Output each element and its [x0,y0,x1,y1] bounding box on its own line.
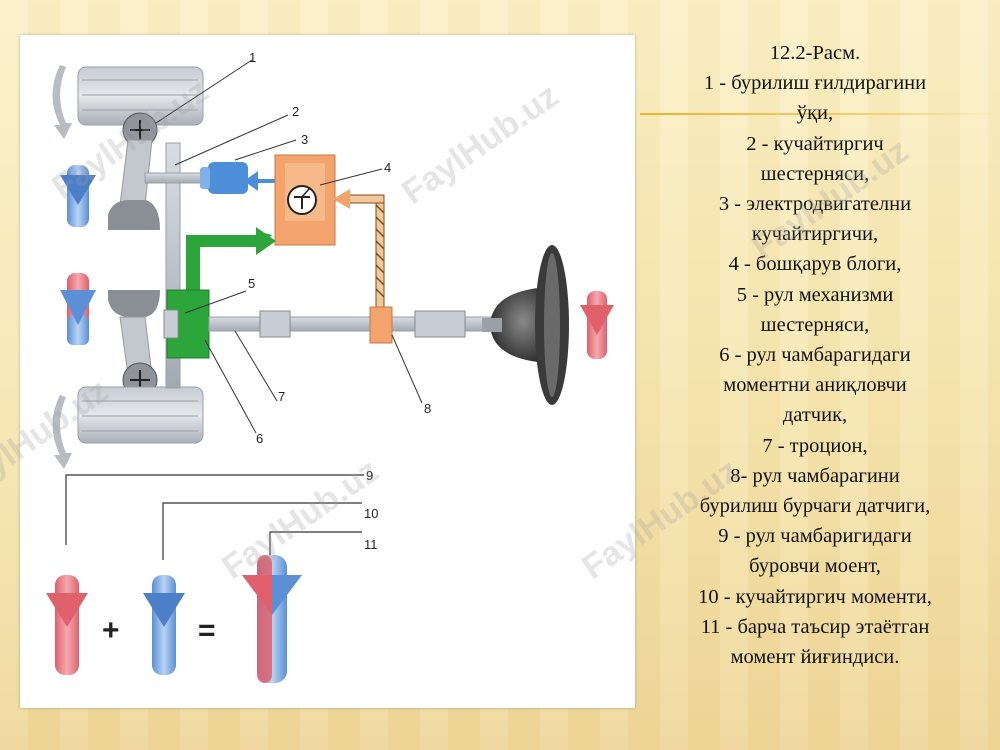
label-2: 2 [292,104,299,119]
right-arrow-red [580,291,614,359]
label-1: 1 [249,50,256,65]
caption-line: 4 - бошқарув блоги, [728,253,902,276]
caption-line: датчик, [782,404,848,427]
control-unit [274,154,336,246]
angle-signal-line [333,189,385,313]
caption-line: 11 - барча таъсир этаётган [700,615,930,638]
caption-line: шестерняси, [760,313,870,336]
caption-line: 1 - бурилиш ғилдирагини [703,72,927,95]
caption-line: 5 - рул механизми [736,283,894,306]
plus-sign: + [102,614,120,647]
caption-line: 9 - рул чамбаригидаги [718,525,912,548]
label-6: 6 [256,431,263,446]
label-3: 3 [301,132,308,147]
label-7: 7 [278,389,285,404]
caption-line: 7 - троцион, [762,434,868,457]
caption-line: шестерняси, [760,162,870,185]
label-10: 10 [364,506,378,521]
label-4: 4 [384,160,391,175]
steering-wheel [482,245,569,405]
electric-motor [200,162,248,194]
label-5: 5 [248,276,255,291]
bottom-wheel [77,290,204,444]
sum-bracket-lines [65,474,364,575]
top-wheel [77,66,204,230]
equals-sign: = [198,614,216,647]
caption-line: 6 - рул чамбарагидаги [719,344,911,367]
caption-line: бурилиш бурчаги датчиги, [699,495,931,518]
left-arrow-blue [60,165,96,227]
steering-diagram: + = 1 2 3 4 5 6 7 8 9 10 11 [46,50,614,683]
caption-line: 10 - кучайтиргич моменти, [698,585,932,608]
left-arrow-red-blue [60,273,96,345]
rotation-arrow-bottom [52,395,72,469]
figure-panel: + = 1 2 3 4 5 6 7 8 9 10 11 [20,35,635,708]
caption-line: момент йиғиндиси. [730,646,900,669]
label-8: 8 [424,401,431,416]
arrow-amplifier-moment [143,575,185,675]
caption-line: кучайтиргичи, [751,223,879,246]
caption-line: буровчи моент, [749,555,881,578]
caption-line: ўқи, [796,102,834,125]
arrow-total-moment [242,555,302,683]
decorative-line [640,113,1000,115]
caption-line: 8- рул чамбарагини [730,464,900,487]
caption-line: моментни аниқловчи [723,374,907,397]
angle-sensor [369,306,393,344]
arrow-steering-moment [46,575,88,675]
caption-title: 12.2-Расм. [769,42,861,64]
caption-line: 2 - кучайтиргич [746,132,884,155]
rotation-arrow-top [52,65,72,139]
label-11: 11 [364,537,378,552]
figure-caption: 12.2-Расм. 1 - бурилиш ғилдирагини ўқи, … [650,38,980,672]
motor-signal-arrow [244,171,290,191]
caption-line: 3 - электродвигателни [718,193,912,216]
label-9: 9 [366,468,373,483]
